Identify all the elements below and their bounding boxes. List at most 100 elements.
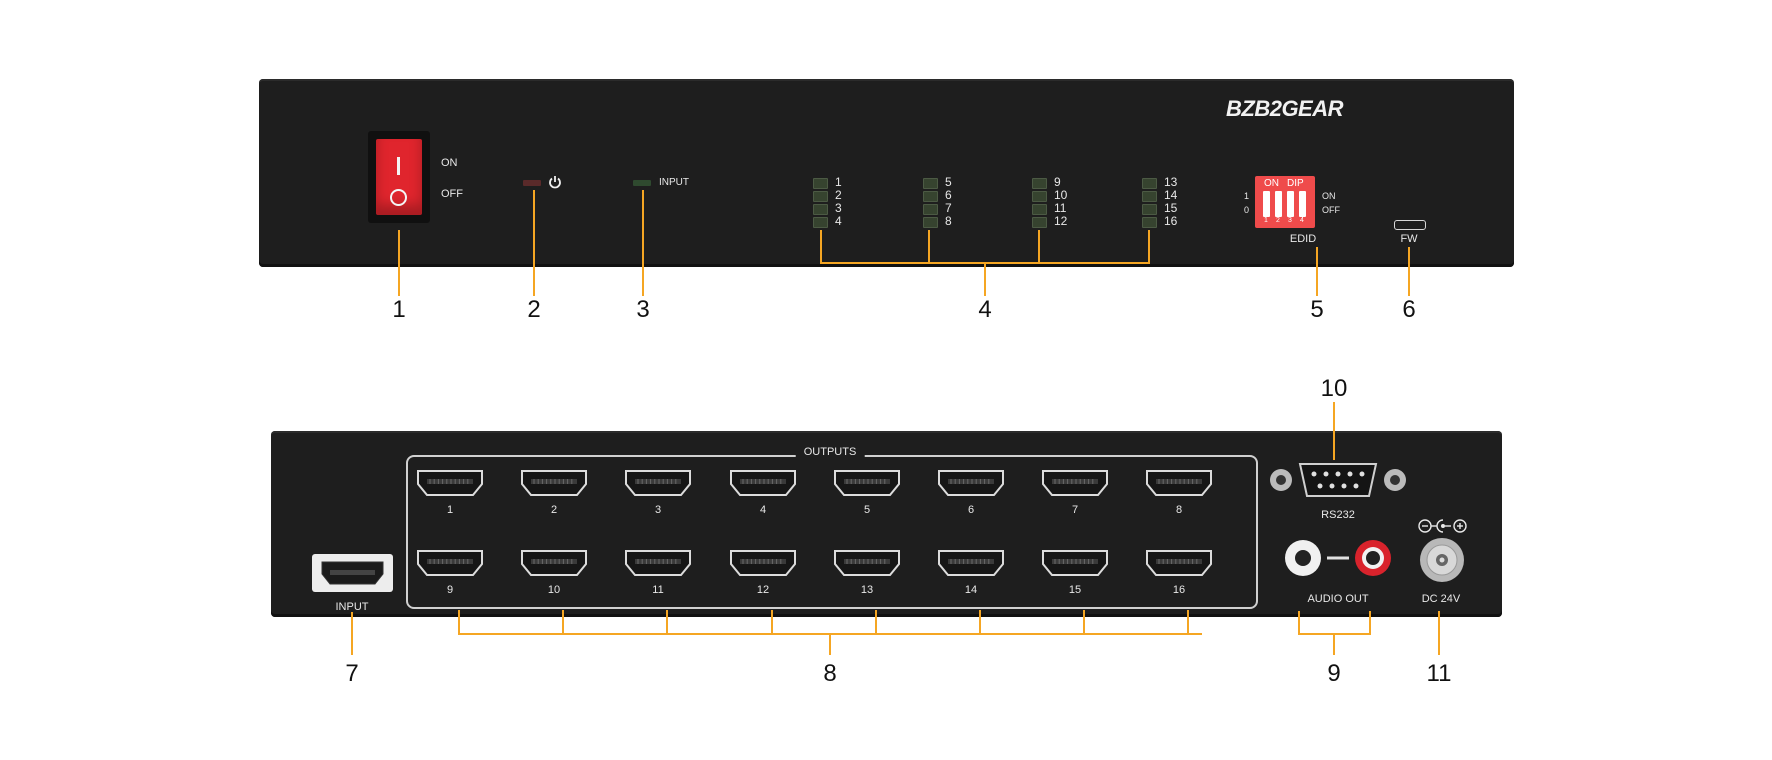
dip-right-on-label: ON — [1322, 191, 1336, 201]
callout-line-8-tick — [562, 610, 564, 634]
output-led-15 — [1142, 204, 1157, 215]
brand-logo: BZB2GEAR — [1226, 96, 1344, 121]
callout-6: 6 — [1402, 296, 1416, 323]
hdmi-output-port-12[interactable] — [729, 549, 797, 577]
callout-10: 10 — [1320, 375, 1348, 402]
dip-slot-3[interactable] — [1287, 191, 1294, 217]
hdmi-output-port-6[interactable] — [937, 469, 1005, 497]
dip-position-label: 2 — [1276, 217, 1280, 224]
callout-line-4-tick-a — [820, 230, 822, 263]
fw-usb-port[interactable] — [1394, 220, 1426, 230]
output-led-label: 11 — [1054, 201, 1067, 215]
rs232-port[interactable] — [1268, 460, 1408, 500]
output-led-11 — [1032, 204, 1047, 215]
hdmi-output-port-11[interactable] — [624, 549, 692, 577]
input-hdmi-port[interactable] — [312, 554, 393, 592]
callout-line-8-tick — [979, 610, 981, 634]
output-led-1 — [813, 178, 828, 189]
output-led-label: 13 — [1164, 175, 1178, 189]
callout-line-8-tick — [1083, 610, 1085, 634]
hdmi-output-port-2[interactable] — [520, 469, 588, 497]
hdmi-output-port-9[interactable] — [416, 549, 484, 577]
input-led — [633, 180, 651, 186]
hdmi-output-port-8[interactable] — [1145, 469, 1213, 497]
dc-24v-label: DC 24V — [1421, 593, 1461, 605]
dip-slot-1[interactable] — [1263, 191, 1270, 217]
hdmi-output-port-10[interactable] — [520, 549, 588, 577]
hdmi-output-port-5[interactable] — [833, 469, 901, 497]
power-led — [523, 180, 541, 186]
output-led-label: 2 — [835, 188, 842, 202]
output-led-12 — [1032, 217, 1047, 228]
hdmi-output-label: 2 — [550, 504, 558, 516]
callout-line-8-tick — [1187, 610, 1189, 634]
callout-line-5 — [1316, 247, 1318, 296]
dip-right-off-label: OFF — [1322, 205, 1340, 215]
callout-line-10 — [1333, 402, 1335, 460]
output-led-label: 8 — [945, 214, 952, 228]
hdmi-output-label: 4 — [759, 504, 767, 516]
audio-out-jacks[interactable] — [1283, 538, 1393, 578]
callout-line-4-tick-d — [1148, 230, 1150, 263]
callout-line-8-tick — [458, 610, 460, 634]
dip-position-label: 4 — [1300, 217, 1304, 224]
dip-header-dip: DIP — [1287, 178, 1304, 189]
callout-line-8-stem — [829, 634, 831, 655]
switch-off-symbol — [390, 189, 407, 206]
hdmi-output-label: 12 — [756, 584, 770, 596]
output-led-10 — [1032, 191, 1047, 202]
hdmi-output-port-14[interactable] — [937, 549, 1005, 577]
output-led-7 — [923, 204, 938, 215]
hdmi-output-port-1[interactable] — [416, 469, 484, 497]
callout-1: 1 — [392, 296, 406, 323]
callout-9: 9 — [1327, 660, 1341, 687]
callout-line-8-tick — [666, 610, 668, 634]
hdmi-output-port-3[interactable] — [624, 469, 692, 497]
hdmi-output-label: 10 — [547, 584, 561, 596]
dip-slot-2[interactable] — [1275, 191, 1282, 217]
input-led-label: INPUT — [659, 177, 689, 188]
output-led-label: 6 — [945, 188, 952, 202]
callout-3: 3 — [636, 296, 650, 323]
hdmi-output-port-15[interactable] — [1041, 549, 1109, 577]
callout-line-1 — [398, 230, 400, 296]
output-led-label: 12 — [1054, 214, 1068, 228]
front-panel — [259, 79, 1514, 267]
power-rocker-switch[interactable] — [368, 131, 430, 223]
output-led-label: 5 — [945, 175, 952, 189]
output-led-13 — [1142, 178, 1157, 189]
output-led-3 — [813, 204, 828, 215]
output-led-4 — [813, 217, 828, 228]
switch-on-label: ON — [441, 157, 458, 169]
callout-7: 7 — [345, 660, 359, 687]
callout-line-9-tick-a — [1298, 611, 1300, 634]
output-led-label: 15 — [1164, 201, 1178, 215]
dip-position-label: 3 — [1288, 217, 1292, 224]
dc-power-jack[interactable] — [1418, 536, 1466, 584]
output-led-label: 14 — [1164, 188, 1178, 202]
hdmi-output-label: 13 — [860, 584, 874, 596]
dip-row-1-label: 1 — [1244, 191, 1250, 201]
outputs-label: OUTPUTS — [795, 446, 865, 458]
hdmi-output-port-13[interactable] — [833, 549, 901, 577]
callout-line-9-stem — [1333, 634, 1335, 655]
dip-slot-4[interactable] — [1299, 191, 1306, 217]
dip-row-0-label: 0 — [1244, 205, 1250, 215]
hdmi-output-label: 14 — [964, 584, 978, 596]
hdmi-output-label: 16 — [1172, 584, 1186, 596]
hdmi-output-port-7[interactable] — [1041, 469, 1109, 497]
hdmi-output-port-16[interactable] — [1145, 549, 1213, 577]
callout-line-2 — [533, 190, 535, 296]
hdmi-output-label: 9 — [446, 584, 454, 596]
callout-line-8-tick — [875, 610, 877, 634]
hdmi-output-label: 15 — [1068, 584, 1082, 596]
switch-on-symbol — [397, 157, 400, 175]
output-led-label: 16 — [1164, 214, 1178, 228]
dip-header-on: ON — [1264, 178, 1279, 189]
callout-line-4-tick-b — [928, 230, 930, 263]
hdmi-output-port-4[interactable] — [729, 469, 797, 497]
output-led-label: 9 — [1054, 175, 1061, 189]
output-led-label: 7 — [945, 201, 952, 215]
fw-label: FW — [1400, 233, 1418, 245]
